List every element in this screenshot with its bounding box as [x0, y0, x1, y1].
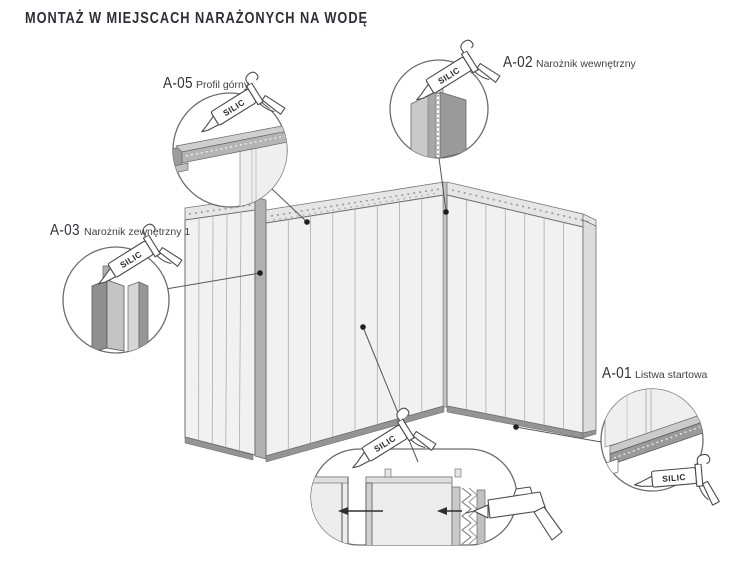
callout-a01-outline	[600, 388, 704, 492]
callout-a02-content	[410, 83, 467, 158]
callout-a01: SILIC A-01 Listwa startowa	[600, 365, 721, 513]
left-wall-face	[184, 209, 256, 456]
leader-dot	[257, 270, 263, 276]
right-wall-end-cap	[582, 219, 597, 434]
right-wall-top-profile	[446, 181, 584, 228]
callout-a03-code: A-03	[50, 222, 80, 239]
callout-a01-content	[604, 389, 703, 477]
silicone-gun-label: SILIC	[221, 97, 246, 118]
callout-a02-outline	[389, 59, 489, 159]
middle-wall-top-profile	[265, 181, 445, 224]
callout-panel-joint-content	[311, 468, 486, 545]
callout-a02: SILIC A-02 Narożnik wewnętrzny	[389, 34, 637, 159]
callout-a05-code: A-05	[163, 75, 193, 92]
silicone-gun-label: SILIC	[372, 433, 397, 454]
silicone-gun-icon: SILIC	[631, 452, 721, 513]
callout-a02-code: A-02	[503, 54, 533, 71]
leader-dot	[360, 324, 366, 330]
silicone-gun-icon: SILIC	[188, 66, 288, 156]
callout-a02-label: Narożnik wewnętrzny	[536, 58, 637, 70]
callout-a05: SILIC A-05 Profil górny	[163, 66, 288, 208]
silicone-gun-icon: SILIC	[339, 402, 439, 492]
callout-panel-joint	[310, 448, 518, 546]
callout-a05-label: Profil górny	[196, 79, 250, 91]
callout-a03-content	[91, 265, 149, 353]
callout-a03-label: Narożnik zewnętrzny 1	[84, 226, 190, 238]
callout-a03: SILIC A-03 Narożnik zewnętrzny 1	[50, 218, 190, 354]
sealant-bead	[461, 487, 472, 545]
left-wall-top-profile	[184, 197, 256, 222]
internal-corner-edge	[442, 181, 449, 409]
page-title: MONTAŻ W MIEJSCACH NARAŻONYCH NA WODĘ	[25, 9, 368, 28]
left-wall-base-strip	[184, 436, 254, 461]
slide-arrow-right	[437, 507, 462, 515]
callout-a01-code: A-01	[602, 365, 632, 382]
callout-a03-outline	[62, 246, 170, 354]
right-wall-base-strip	[446, 405, 584, 439]
silicone-gun-icon: SILIC	[403, 34, 503, 124]
callout-a05-content	[173, 124, 287, 207]
right-wall-face	[446, 194, 584, 434]
callout-panel-joint-outline	[310, 448, 518, 546]
middle-wall-face	[265, 194, 445, 457]
silicone-gun-label: SILIC	[118, 249, 143, 270]
silicone-gun-label: SILIC	[662, 472, 687, 484]
leader-dot	[304, 219, 310, 225]
leader-dot	[513, 424, 519, 430]
sealant-gun-icon	[465, 486, 563, 541]
middle-wall-base-strip	[265, 405, 445, 463]
leader-lines	[159, 157, 602, 463]
leader-dot	[443, 209, 449, 215]
wall-assembly	[184, 181, 597, 463]
external-corner-post	[254, 196, 267, 460]
silicone-gun-icon: SILIC	[85, 218, 185, 308]
callout-a01-label: Listwa startowa	[635, 369, 708, 381]
callout-a05-outline	[172, 92, 288, 208]
slide-arrow-left	[338, 507, 383, 515]
silicone-gun-label: SILIC	[436, 65, 461, 86]
